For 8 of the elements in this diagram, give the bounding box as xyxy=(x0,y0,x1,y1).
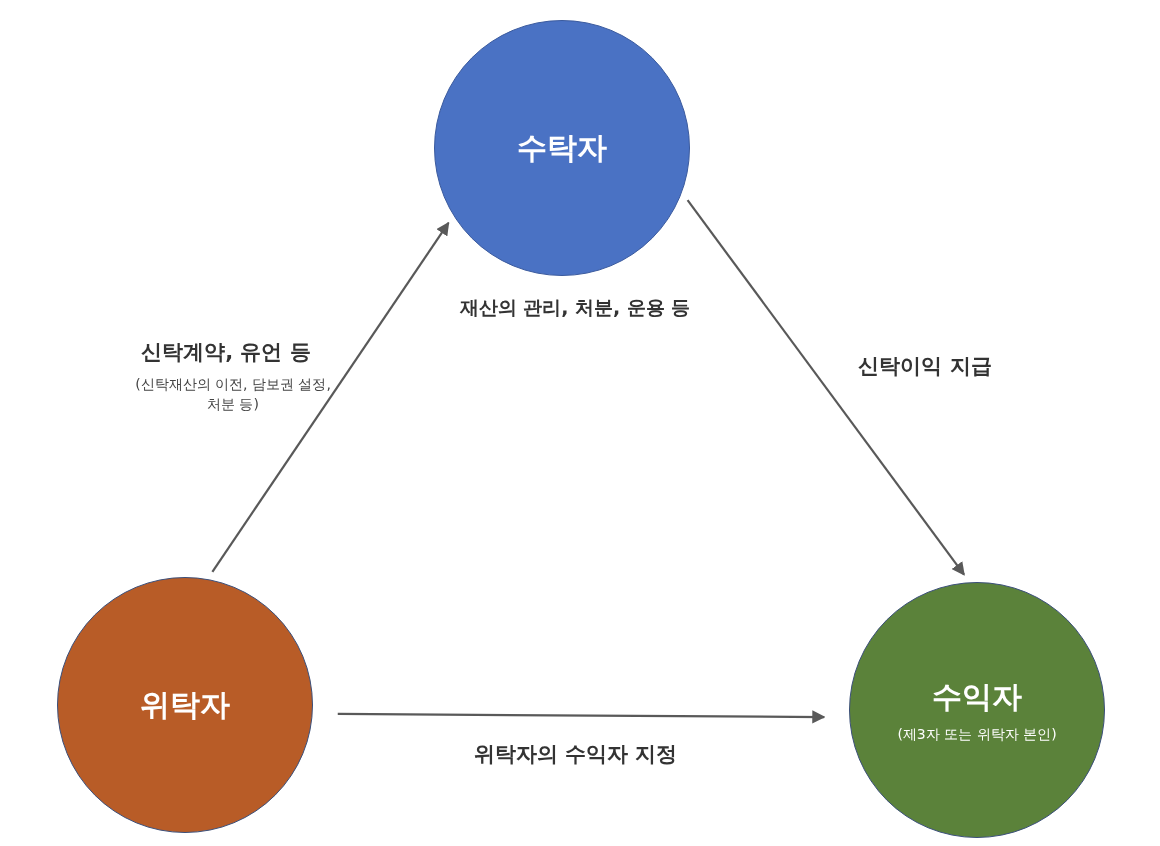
arrow xyxy=(337,710,826,724)
note-text: (신탁재산의 이전, 담보권 설정, 처분 등) xyxy=(134,375,332,415)
node-title: 수익자 xyxy=(932,677,1022,716)
arrow xyxy=(686,199,965,576)
node-title: 수탁자 xyxy=(517,128,607,167)
node-title: 위탁자 xyxy=(140,685,230,724)
node-subtitle: (제3자 또는 위탁자 본인) xyxy=(897,725,1057,744)
arrow xyxy=(211,221,450,573)
